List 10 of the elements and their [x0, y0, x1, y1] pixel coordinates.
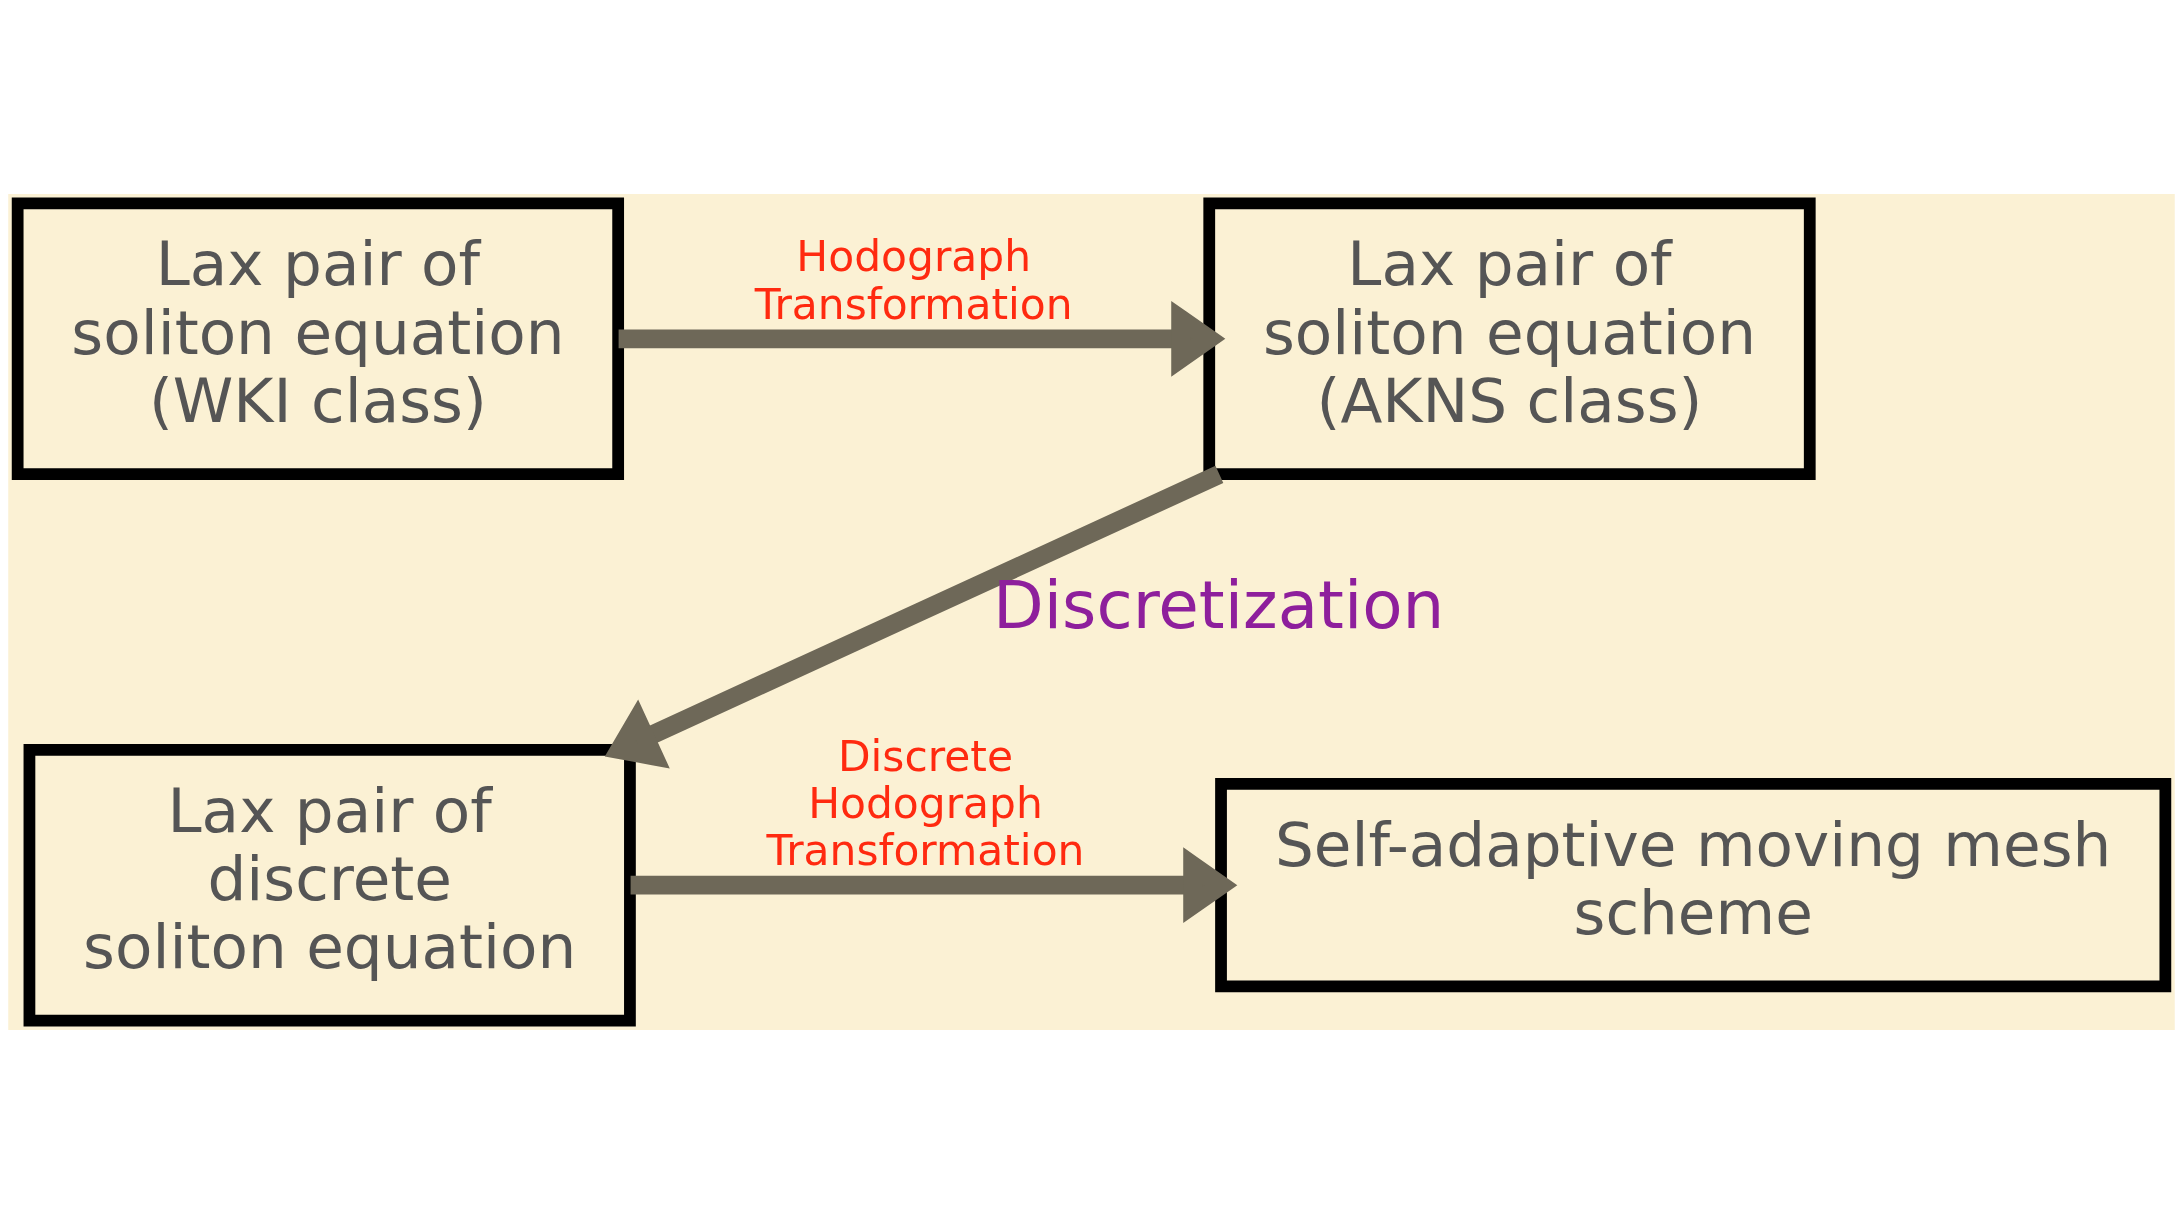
edge-label: Hodograph Transformation: [754, 232, 1073, 329]
node-box: Lax pair of discrete soliton equation: [23, 743, 636, 1027]
arrow: [630, 847, 1238, 924]
edge-label: Discretization: [993, 567, 1445, 645]
node-box: Lax pair of soliton equation (AKNS class): [1203, 197, 1816, 481]
arrow: [604, 465, 1224, 769]
arrow: [618, 300, 1226, 377]
node-box: Self-adaptive moving mesh scheme: [1215, 778, 2172, 993]
edge-label: Discrete Hodograph Transformation: [766, 731, 1085, 875]
node-box: Lax pair of soliton equation (WKI class): [11, 197, 625, 481]
